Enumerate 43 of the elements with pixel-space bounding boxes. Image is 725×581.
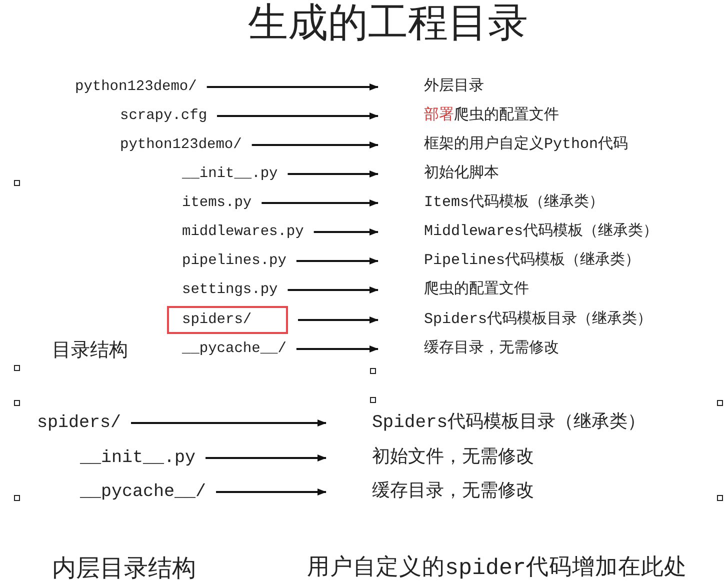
description-text: 框架的用户自定义Python代码 xyxy=(424,135,628,155)
description-text: 部署爬虫的配置文件 xyxy=(424,106,559,126)
description-text: Pipelines代码模板（继承类） xyxy=(424,251,640,271)
description-text: 爬虫的配置文件 xyxy=(424,280,529,300)
description-text: Spiders代码模板目录（继承类） xyxy=(424,310,652,330)
file-name: __init__.py xyxy=(80,446,196,470)
arrow xyxy=(288,170,378,178)
file-name: __init__.py xyxy=(182,164,278,184)
arrow xyxy=(216,488,326,496)
file-name: middlewares.py xyxy=(182,222,304,242)
file-name: __pycache__/ xyxy=(182,339,286,359)
section-label: 目录结构 xyxy=(52,339,128,361)
arrow xyxy=(217,112,378,120)
file-name: spiders/ xyxy=(37,411,122,435)
arrow xyxy=(298,316,378,324)
description-text: 缓存目录，无需修改 xyxy=(424,339,559,359)
description-text: Middlewares代码模板（继承类） xyxy=(424,222,658,242)
description-text: 初始化脚本 xyxy=(424,164,499,184)
arrow xyxy=(131,420,326,426)
file-name: python123demo/ xyxy=(75,77,197,97)
note-text: 用户自定义的spider代码增加在此处 xyxy=(307,556,688,580)
description-text: 初始文件，无需修改 xyxy=(372,446,534,470)
arrow xyxy=(262,200,378,206)
arrow xyxy=(206,84,378,90)
arrow xyxy=(314,228,378,236)
arrow xyxy=(296,346,378,352)
arrow xyxy=(252,142,378,148)
arrow xyxy=(288,286,378,294)
description-text: 外层目录 xyxy=(424,77,484,97)
file-name: items.py xyxy=(182,193,252,213)
highlighted-file-name: spiders/ xyxy=(167,306,288,334)
file-name: scrapy.cfg xyxy=(120,106,208,126)
file-name: __pycache__/ xyxy=(80,480,206,504)
description-text: Items代码模板（继承类） xyxy=(424,193,604,213)
file-name: python123demo/ xyxy=(120,135,242,155)
description-text: 缓存目录，无需修改 xyxy=(372,480,534,504)
description-text: Spiders代码模板目录（继承类） xyxy=(372,411,646,435)
arrow xyxy=(296,258,378,264)
title: 生成的工程目录 xyxy=(248,1,528,45)
file-name: pipelines.py xyxy=(182,251,286,271)
file-name: settings.py xyxy=(182,280,278,300)
arrow xyxy=(206,454,326,462)
section-label: 内层目录结构 xyxy=(52,556,196,580)
